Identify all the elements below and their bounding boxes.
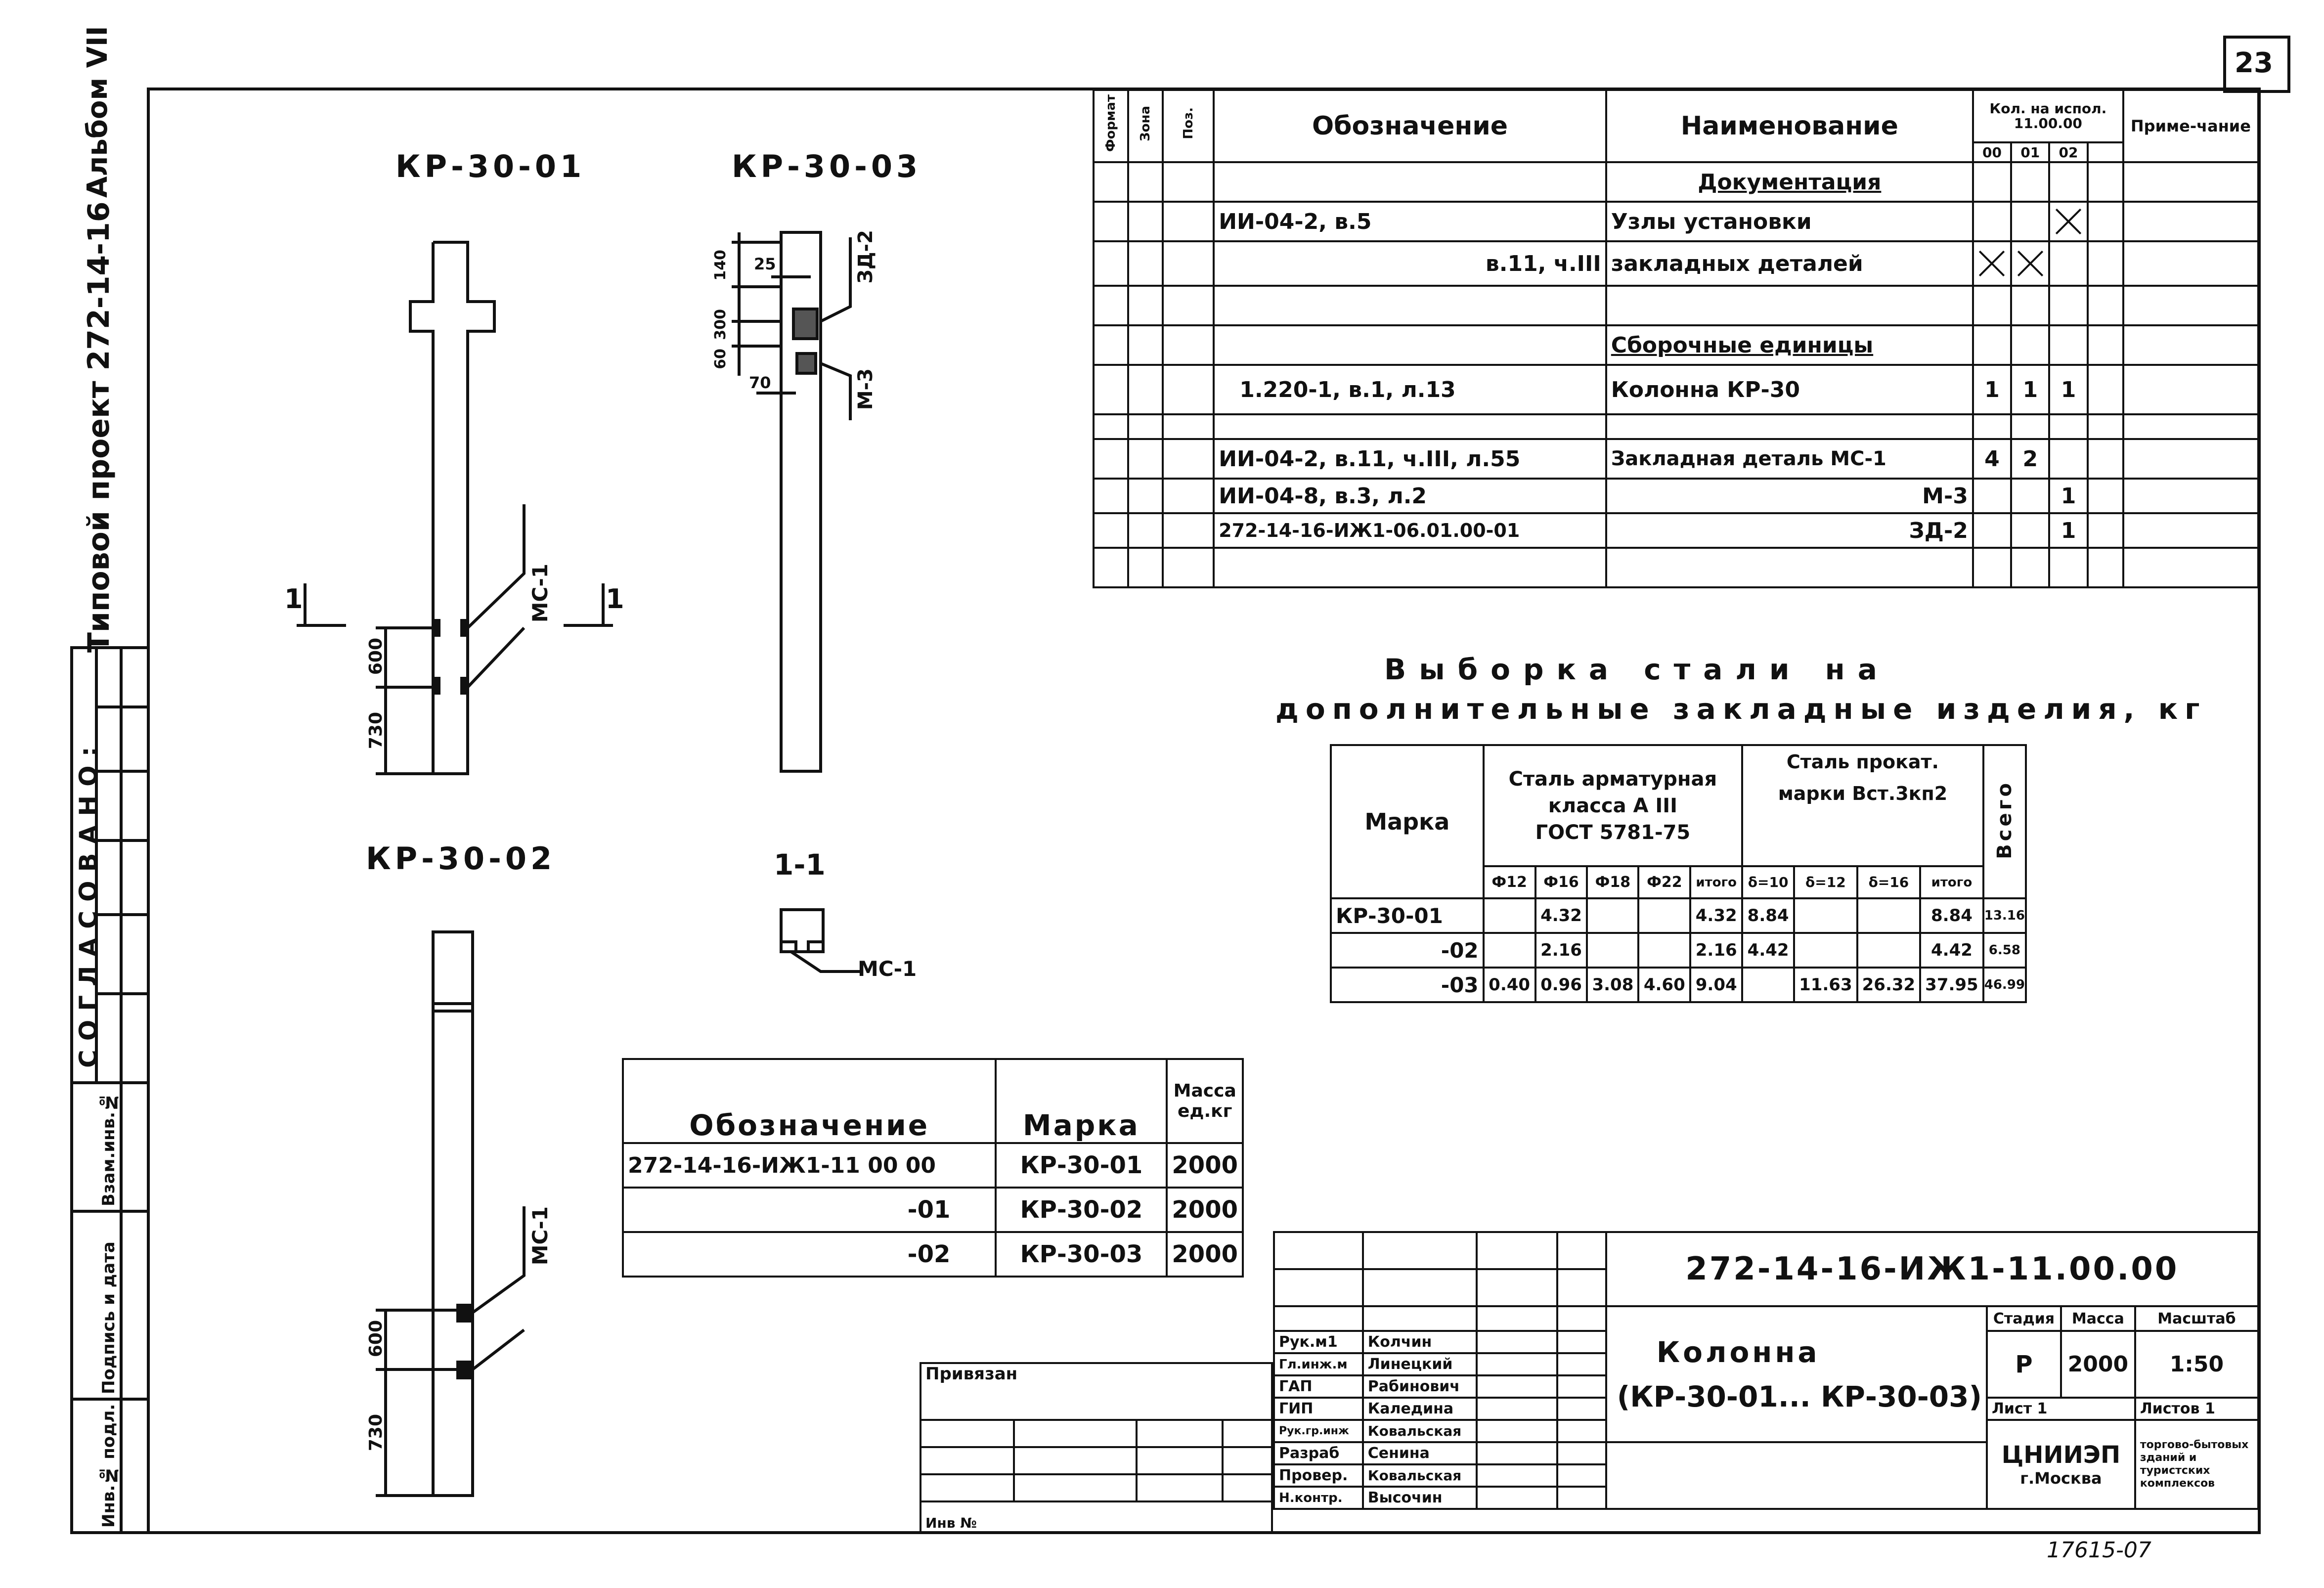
qty-mark-02 [2048, 201, 2089, 242]
table-row: ИИ-04-8, в.3, л.2 М-3 1 [1092, 478, 2260, 514]
agreed-label: СОГЛАСОВАНО: [74, 738, 103, 1068]
table-row: -01 КР-30-02 2000 [621, 1187, 1244, 1233]
steel-header-rolled: Сталь прокат. марки Вст.3кп2 [1741, 744, 1984, 867]
column-kr-30-02 [376, 930, 526, 1497]
steel-title-line2: дополнительные закладные изделия, кг [1275, 692, 2207, 726]
section-mark-left: 1 [284, 583, 303, 615]
m3-label: М-3 [854, 368, 877, 410]
table-row: -02 КР-30-03 2000 [621, 1231, 1244, 1278]
inv-podl-label: Инв.№ подл. [99, 1404, 119, 1528]
spec-header-designation: Обозначение [1213, 89, 1607, 163]
mc1-label-kr-30-02: МС-1 [528, 1206, 552, 1266]
archive-number: 17615-07 [2047, 1538, 2151, 1563]
table-row [1092, 547, 2260, 588]
dim-730-a: 730 [366, 712, 386, 750]
table-row: в.11, ч.III закладных деталей [1092, 240, 2260, 287]
section-title-1-1: 1-1 [774, 848, 826, 882]
dim-600-a: 600 [366, 638, 386, 675]
specification-table: Формат Зона Поз. Обозначение Наименовани… [1092, 89, 2260, 588]
spec-header-00: 00 [1972, 141, 2013, 163]
column-kr-30-03 [732, 231, 852, 773]
section-1-1-drawing [780, 908, 860, 973]
table-row: 272-14-16-ИЖ1-06.01.00-01 ЗД-2 1 [1092, 512, 2260, 549]
table-row [1092, 413, 2260, 440]
spec-header-zone: Зона [1127, 89, 1164, 163]
marks-header-mass: Масса ед.кг [1166, 1058, 1244, 1144]
signature [1475, 1374, 1558, 1399]
dim-25: 25 [754, 255, 776, 273]
table-row: Документация [1092, 161, 2260, 203]
left-stamp-strip [70, 646, 150, 1534]
signature [1475, 1463, 1558, 1488]
dim-60: 60 [712, 349, 729, 369]
steel-table: Марка Сталь арматурная класса А III ГОСТ… [1330, 744, 2027, 1003]
binding-block: Привязан Инв № [920, 1362, 1273, 1533]
spec-rows: Документация ИИ-04-2, в.5 Узлы установки… [1092, 161, 2260, 588]
dim-730-b: 730 [366, 1414, 386, 1452]
column-kr-30-01 [297, 241, 613, 775]
signature [1475, 1397, 1558, 1421]
dim-70: 70 [749, 373, 771, 392]
steel-header-rebar: Сталь арматурная класса А III ГОСТ 5781-… [1482, 744, 1744, 867]
view-title-kr-30-03: КР-30-03 [732, 148, 922, 184]
spec-header-format: Формат [1092, 89, 1130, 163]
spec-header-pos: Поз. [1162, 89, 1215, 163]
doc-code: 272-14-16-ИЖ1-11.00.00 [1605, 1231, 2260, 1307]
table-row: -02 2.16 2.16 4.42 4.42 6.58 [1330, 932, 2027, 969]
signature [1475, 1419, 1558, 1443]
signature [1475, 1486, 1558, 1510]
mc1-label-kr-30-01: МС-1 [528, 564, 552, 623]
spec-header-01: 01 [2010, 141, 2051, 163]
sign-date-label: Подпись и дата [99, 1241, 119, 1394]
marks-header-mark: Марка [995, 1058, 1168, 1144]
view-title-kr-30-01: КР-30-01 [395, 148, 586, 184]
table-row: ИИ-04-2, в.5 Узлы установки [1092, 201, 2260, 242]
table-row: КР-30-01 4.32 4.32 8.84 8.84 13.16 [1330, 897, 2027, 934]
project-label: Типовой проект 272-14-16 [82, 201, 116, 653]
sheet-number: 23 [2235, 47, 2273, 79]
table-row: Сборочные единицы [1092, 324, 2260, 366]
view-title-kr-30-02: КР-30-02 [366, 840, 556, 877]
spec-header-name: Наименование [1605, 89, 1974, 163]
table-row: -03 0.40 0.96 3.08 4.60 9.04 11.63 26.32… [1330, 967, 2027, 1003]
signature [1475, 1330, 1558, 1354]
table-row: 1.220-1, в.1, л.13 Колонна КР-30 1 1 1 [1092, 364, 2260, 415]
album-label: Альбом VII [82, 26, 114, 198]
dim-140: 140 [712, 250, 729, 281]
section-mark-right: 1 [606, 583, 624, 615]
qty-mark-01 [2010, 240, 2051, 287]
title-block: 272-14-16-ИЖ1-11.00.00 Колонна (КР-30-01… [1273, 1231, 2260, 1510]
table-row [1092, 285, 2260, 326]
vzam-inv-label: Взам.инв.№ [99, 1092, 119, 1206]
item-name: Колонна (КР-30-01... КР-30-03) [1605, 1305, 1988, 1443]
table-row: ИИ-04-2, в.11, ч.III, л.55 Закладная дет… [1092, 438, 2260, 480]
dim-300: 300 [712, 309, 729, 340]
marks-table: Обозначение Марка Масса ед.кг 272-14-16-… [621, 1058, 1244, 1278]
spec-header-qty: Кол. на испол.11.00.00 [1972, 89, 2124, 143]
steel-title-line1: Выборка стали на [1384, 653, 1890, 686]
signature [1475, 1352, 1558, 1376]
zd2-label: ЗД-2 [854, 230, 877, 284]
organization: ЦНИИЭП г.Москва [1986, 1419, 2136, 1510]
steel-header-total: Всего [1982, 744, 2027, 899]
marks-header-designation: Обозначение [621, 1058, 997, 1144]
qty-mark-00 [1972, 240, 2013, 287]
signature [1475, 1441, 1558, 1465]
mc1-label-section: МС-1 [858, 957, 917, 981]
table-row: 272-14-16-ИЖ1-11 00 00 КР-30-01 2000 [621, 1142, 1244, 1189]
dim-600-b: 600 [366, 1320, 386, 1358]
spec-header-note: Приме-чание [2122, 89, 2260, 163]
steel-header-mark: Марка [1330, 744, 1485, 899]
spec-header-02: 02 [2048, 141, 2089, 163]
